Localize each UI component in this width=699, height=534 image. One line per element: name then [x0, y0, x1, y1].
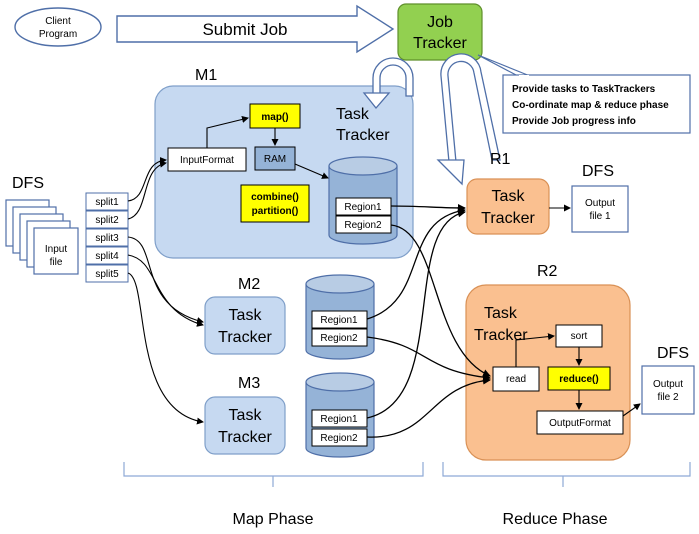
m3-region1-label: Region1: [320, 414, 358, 425]
ram-to-disk-arrow: [294, 163, 329, 179]
m1-label: M1: [195, 67, 217, 84]
m2-task-tracker-line1: Task: [229, 307, 263, 324]
r1-dfs-label: DFS: [582, 163, 614, 180]
client-program-ellipse: [14, 7, 102, 47]
partition-label: partition(): [252, 206, 299, 217]
r1-task-tracker-box: [466, 178, 550, 235]
m3-task-tracker-line1: Task: [229, 407, 263, 424]
m2-region2-to-r2: [366, 336, 491, 382]
m1-task-tracker-line1: Task: [336, 106, 370, 123]
reduce-phase-label: Reduce Phase: [503, 511, 608, 528]
split4-to-m2: [127, 254, 204, 327]
m3-region2-label: Region2: [320, 433, 358, 444]
read-label: read: [506, 374, 526, 385]
reduce-phase-brace: [442, 462, 691, 487]
split3-to-m2: [127, 236, 204, 324]
job-tracker-note-2: Co-ordinate map & reduce phase: [512, 100, 669, 111]
r1-uturn-arrow: [440, 53, 501, 163]
split5-to-m3: [127, 272, 204, 425]
r2-output-file: [641, 365, 695, 415]
m2-task-tracker-line2: Tracker: [218, 329, 272, 346]
m2-region1-to-r1: [366, 207, 466, 320]
m1-uturn-arrow: [372, 57, 414, 97]
job-tracker-note-1: Provide tasks to TaskTrackers: [512, 84, 656, 95]
map-phase-brace: [123, 462, 424, 487]
m2-task-tracker-box: [204, 296, 286, 355]
m2-region1: [311, 310, 368, 329]
m2-region1-label: Region1: [320, 315, 358, 326]
r1-task-tracker-line1: Task: [492, 188, 526, 205]
r1-output-file: [571, 185, 629, 233]
job-tracker-line1: Job: [427, 14, 453, 31]
r2-dfs-label: DFS: [657, 345, 689, 362]
r1-output-line2: file 1: [589, 211, 611, 222]
m1-region2-label: Region2: [344, 220, 382, 231]
client-program-line1: Client: [45, 16, 71, 27]
r2-output-line1: Output: [653, 379, 683, 390]
input-file-line1: Input: [45, 244, 67, 255]
m1-region2-to-r2: [390, 224, 491, 377]
output-format-box: [536, 410, 624, 435]
read-to-sort-arrow: [515, 333, 555, 367]
combine-partition-box: [240, 184, 310, 223]
ram-box: [254, 146, 296, 171]
r2-task-tracker-line1: Task: [484, 305, 518, 322]
m1-region1-label: Region1: [344, 202, 382, 213]
input-format-label: InputFormat: [180, 155, 234, 166]
r2-output-line2: file 2: [657, 392, 679, 403]
r1-label: R1: [490, 151, 511, 168]
split2-to-inputformat: [127, 160, 167, 220]
dfs-input-label: DFS: [12, 175, 44, 192]
client-program-line2: Program: [39, 29, 77, 40]
m3-region2-to-r2: [366, 376, 491, 438]
submit-job-label: Submit Job: [202, 20, 287, 39]
split-3: split3: [95, 233, 119, 244]
submit-job-arrow: [116, 4, 395, 54]
r1-task-tracker-line2: Tracker: [481, 210, 535, 227]
map-function-label: map(): [261, 112, 288, 123]
r2-task-tracker-line2: Tracker: [474, 327, 528, 344]
m1-task-tracker-line2: Tracker: [336, 127, 390, 144]
m3-region1: [311, 409, 368, 428]
reduce-function-label: reduce(): [559, 374, 598, 385]
map-phase-label: Map Phase: [233, 511, 314, 528]
m3-region1-to-r1: [366, 209, 466, 419]
m2-region2-label: Region2: [320, 333, 358, 344]
splits-list: [85, 192, 129, 283]
split-1: split1: [95, 197, 119, 208]
r2-label: R2: [537, 263, 558, 280]
sort-label: sort: [571, 331, 588, 342]
combine-label: combine(): [251, 192, 299, 203]
m3-task-tracker-box: [204, 396, 286, 455]
job-tracker-line2: Tracker: [413, 35, 467, 52]
m3-label: M3: [238, 375, 260, 392]
output-format-label: OutputFormat: [549, 418, 611, 429]
job-tracker-box: [397, 3, 483, 61]
split-2: split2: [95, 215, 119, 226]
m2-label: M2: [238, 276, 260, 293]
split1-to-inputformat: [127, 156, 167, 202]
job-tracker-notes-box: [502, 74, 691, 134]
r1-output-line1: Output: [585, 198, 615, 209]
split-5: split5: [95, 269, 119, 280]
input-file-stack: [5, 199, 79, 275]
job-tracker-note-3: Provide Job progress info: [512, 116, 636, 127]
input-file-line2: file: [50, 257, 63, 268]
m1-region2: [335, 215, 392, 234]
job-tracker-callout-pointer: [477, 54, 531, 77]
m3-task-tracker-line2: Tracker: [218, 429, 272, 446]
r2-to-output-arrow: [622, 403, 641, 417]
map-function-box: [249, 103, 301, 129]
inputformat-to-map-arrow: [206, 116, 249, 148]
ram-label: RAM: [264, 154, 286, 165]
split-4: split4: [95, 251, 119, 262]
